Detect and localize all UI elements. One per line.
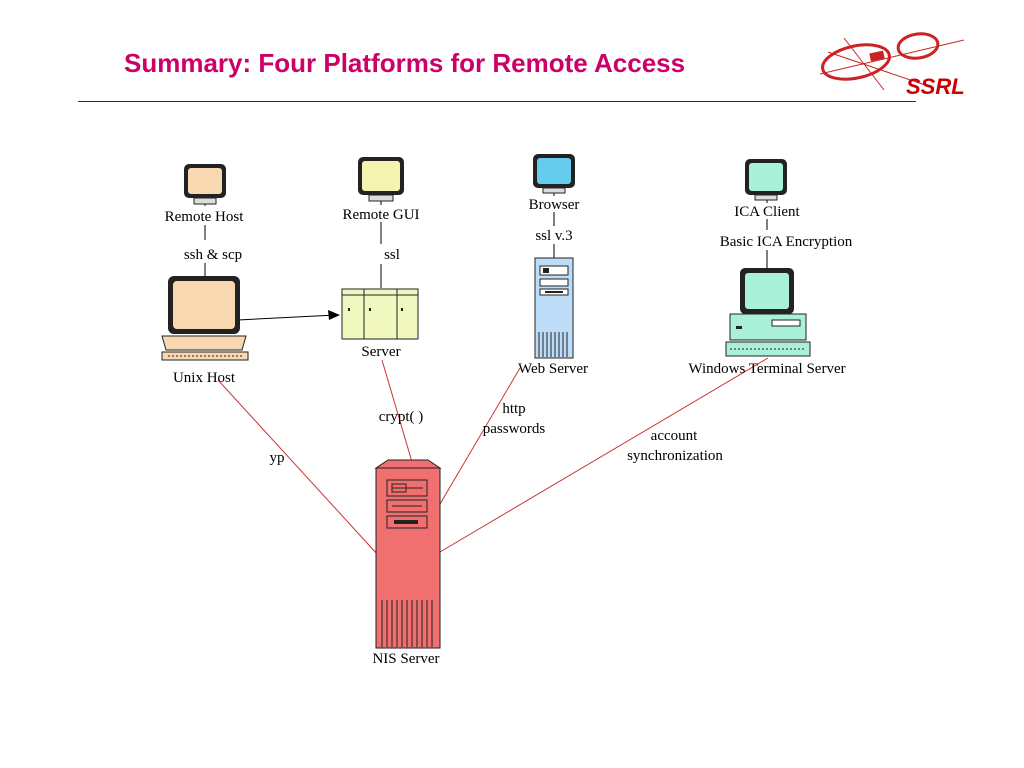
unix-host-workstation-icon [161,276,249,361]
windows-terminal-server-label: Windows Terminal Server [688,361,845,377]
browser-monitor-icon [533,154,575,194]
basic-ica-encryption-label: Basic ICA Encryption [720,234,853,250]
remote-gui-monitor-icon [358,157,404,202]
crypt-label: crypt( ) [379,409,424,425]
ica-client-label: ICA Client [734,204,800,220]
ssl-v3-label: ssl v.3 [535,228,572,244]
windows-terminal-server-icon [725,268,811,357]
account-label: account [651,428,698,444]
arrow-head-icon [328,310,340,320]
nis-server-tower-icon [374,459,442,649]
ssh-scp-label: ssh & scp [184,247,242,263]
nis-server-label: NIS Server [372,651,439,667]
remote-host-monitor-icon [184,164,226,205]
logo-text: SSRL [906,74,965,99]
slide-title: Summary: Four Platforms for Remote Acces… [124,48,686,78]
http-label: http [502,401,525,417]
link-yp [217,379,379,556]
link-http [439,367,521,505]
remote-gui-label: Remote GUI [342,207,419,223]
browser-label: Browser [529,197,580,213]
ssrl-logo: SSRL [819,32,965,99]
link-account-sync [439,357,769,553]
web-server-label: Web Server [518,361,588,377]
unix-host-label: Unix Host [173,370,236,386]
web-server-tower-icon [534,257,574,359]
remote-host-label: Remote Host [165,209,245,225]
synchronization-label: synchronization [627,448,723,464]
server-icon [341,288,419,340]
server-label: Server [361,344,400,360]
title-divider [78,101,916,102]
link-crypt [381,359,413,463]
ica-client-monitor-icon [745,159,787,201]
ssl-label: ssl [384,247,400,263]
passwords-label: passwords [483,421,546,437]
yp-label: yp [270,450,285,466]
